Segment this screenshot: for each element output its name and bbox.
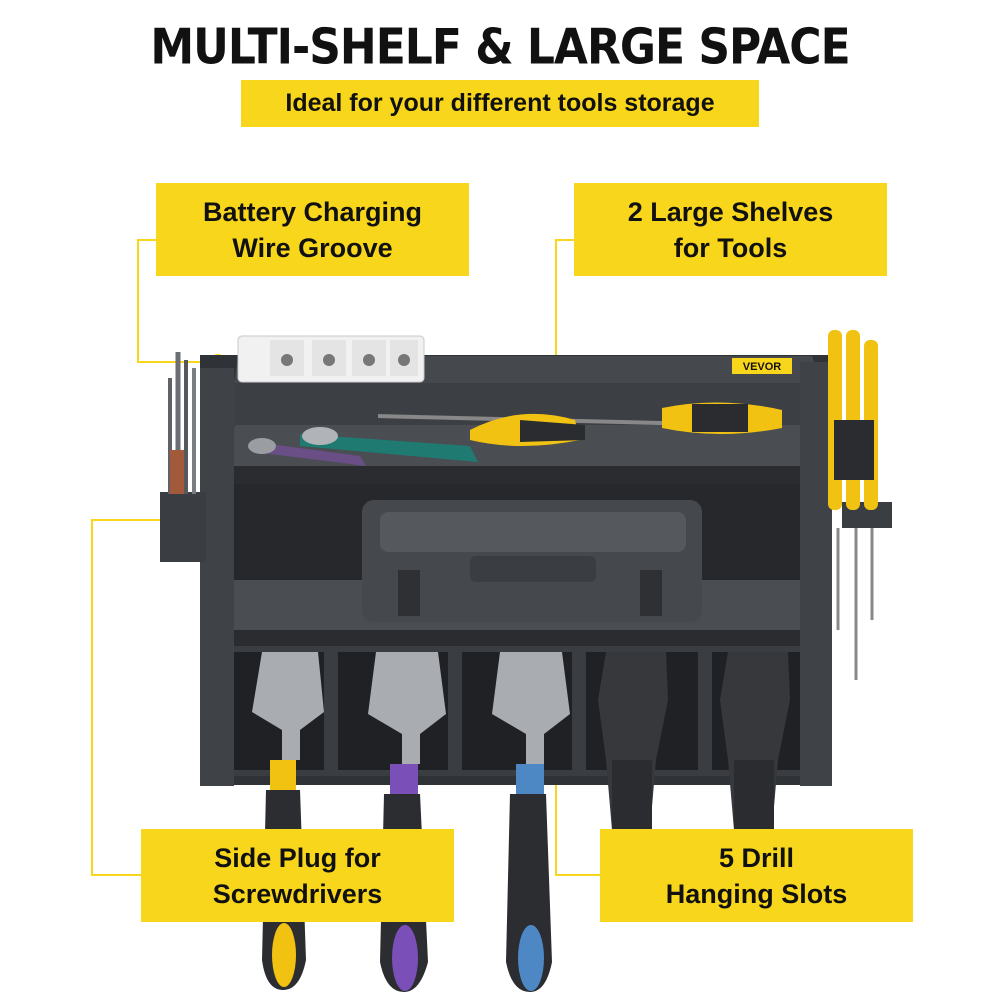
side-bit-holder: [160, 352, 206, 562]
callout-side-plug-screwdrivers: Side Plug for Screwdrivers: [141, 829, 454, 922]
callout-line: 2 Large Shelves: [627, 196, 834, 227]
callout-line: Wire Groove: [232, 232, 393, 263]
page-title: MULTI-SHELF & LARGE SPACE: [150, 18, 850, 77]
right-side-wall: [800, 362, 832, 786]
callout-line: Battery Charging: [202, 196, 423, 227]
callout-line: Side Plug for: [214, 842, 381, 873]
brand-logo-text: VEVOR: [743, 361, 782, 373]
adjustable-wrench-yellow: [252, 652, 324, 990]
adjustable-wrench-purple: [368, 652, 446, 992]
left-side-wall: [200, 368, 234, 786]
top-shelf-tools: [248, 402, 782, 466]
callout-line: 5 Drill: [718, 842, 795, 873]
drill-handle-left: [598, 652, 668, 830]
callout-line: Hanging Slots: [665, 878, 848, 909]
callout-line: Screwdrivers: [212, 878, 383, 909]
side-screwdriver-plug: [828, 330, 892, 680]
tool-case: [362, 500, 702, 622]
adjustable-wrench-blue: [492, 652, 570, 992]
callout-large-shelves: 2 Large Shelves for Tools: [574, 183, 887, 276]
brand-plate: VEVOR: [732, 358, 792, 374]
drill-handle-right: [720, 652, 790, 830]
power-strip: [237, 335, 425, 383]
callout-drill-hanging-slots: 5 Drill Hanging Slots: [600, 829, 913, 922]
callout-battery-charging-wire-groove: Battery Charging Wire Groove: [156, 183, 469, 276]
callout-line: for Tools: [673, 232, 788, 263]
subtitle-banner: Ideal for your different tools storage: [241, 80, 759, 127]
